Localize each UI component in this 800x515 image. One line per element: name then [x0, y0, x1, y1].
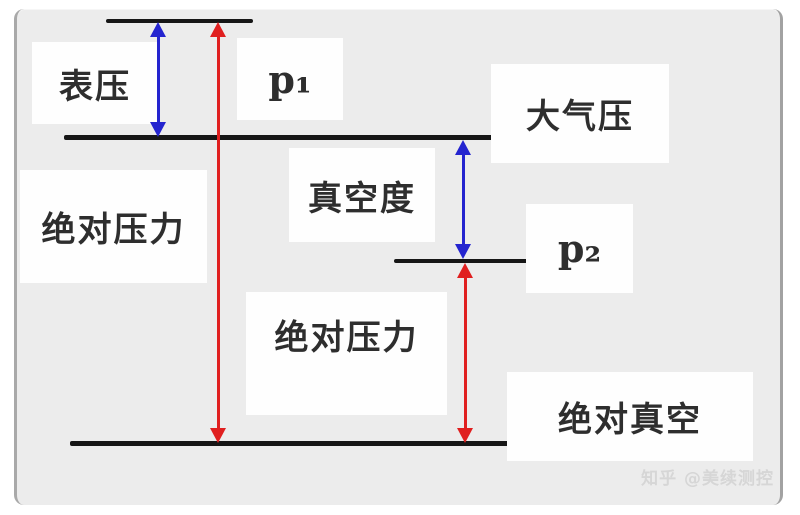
- p1-level-line: [106, 19, 253, 23]
- p2-level-line: [394, 259, 531, 263]
- arrow-down-icon: [150, 122, 166, 137]
- p2-label: p₂: [526, 204, 633, 293]
- arrow-up-icon: [150, 22, 166, 37]
- absolute-pressure-left-arrow: [210, 22, 226, 443]
- atmospheric-level-line: [64, 135, 494, 140]
- arrow-up-icon: [455, 140, 471, 155]
- gauge-pressure-label: 表压: [32, 42, 158, 124]
- arrow-down-icon: [457, 428, 473, 443]
- watermark: 知乎 @美续测控: [641, 469, 774, 489]
- vacuum-degree-arrow: [455, 140, 471, 259]
- atmospheric-pressure-label: 大气压: [491, 64, 669, 163]
- arrow-up-icon: [457, 263, 473, 278]
- p1-label: p₁: [237, 38, 343, 120]
- absolute-vacuum-label: 绝对真空: [507, 372, 753, 461]
- vacuum-degree-label: 真空度: [289, 148, 435, 242]
- absolute-pressure-left-label: 绝对压力: [20, 170, 207, 283]
- absolute-pressure-mid-label: 绝对压力: [246, 292, 447, 415]
- gauge-pressure-arrow: [150, 22, 166, 137]
- absolute-vacuum-level-line: [70, 441, 637, 446]
- arrow-up-icon: [210, 22, 226, 37]
- absolute-pressure-mid-arrow: [457, 263, 473, 443]
- arrow-down-icon: [455, 244, 471, 259]
- arrow-down-icon: [210, 428, 226, 443]
